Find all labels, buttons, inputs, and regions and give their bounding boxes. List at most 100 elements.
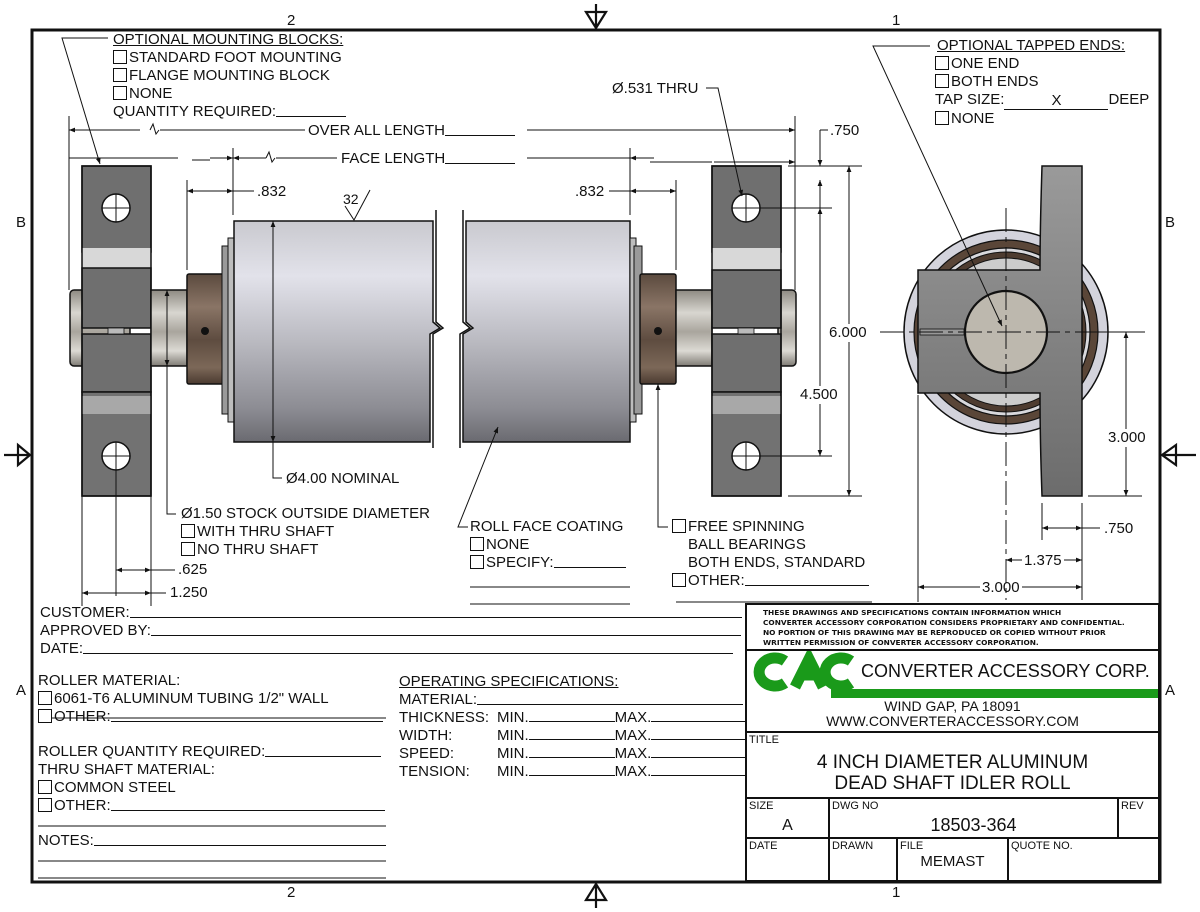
roller-material-option-other[interactable]: OTHER: [38, 708, 386, 726]
date-field[interactable]: DATE: [40, 640, 742, 658]
spec-row-label: THICKNESS: [399, 709, 490, 726]
mounting-quantity-field[interactable]: QUANTITY REQUIRED: [113, 103, 347, 121]
title-cell: TITLE 4 INCH DIAMETER ALUMINUM DEAD SHAF… [747, 733, 1158, 799]
checkbox[interactable] [935, 74, 949, 88]
roll-body-left [233, 220, 442, 443]
dwg-no-value: 18503-364 [930, 815, 1017, 835]
spec-max-label: MAX. [614, 727, 652, 744]
approved-by-field[interactable]: APPROVED BY: [40, 622, 742, 640]
mounting-quantity-input[interactable] [276, 104, 347, 117]
spec-row-label: TENSION: [399, 763, 470, 780]
spec-max-input[interactable] [651, 727, 746, 740]
coating-option-none[interactable]: NONE [470, 536, 626, 554]
roller-quantity-input[interactable] [265, 744, 382, 757]
customer-input[interactable] [129, 605, 742, 618]
dim-side-width: 3.000 [982, 579, 1020, 596]
checkbox[interactable] [113, 86, 127, 100]
date-cell: DATE [747, 839, 830, 880]
spec-max-input[interactable] [651, 745, 746, 758]
mounting-blocks-section: OPTIONAL MOUNTING BLOCKS: STANDARD FOOT … [113, 31, 347, 121]
quote-cell: QUOTE NO. [1011, 840, 1073, 852]
spec-material-input[interactable] [477, 692, 744, 705]
checkbox[interactable] [181, 542, 195, 556]
overall-length-label: OVER ALL LENGTH [308, 122, 515, 140]
dim-side-flange: .750 [1104, 520, 1134, 537]
spec-max-input[interactable] [651, 763, 746, 776]
roller-material-other-input[interactable] [110, 709, 383, 722]
dim-side-offset: 1.375 [1024, 552, 1062, 569]
drawing-title-line2: DEAD SHAFT IDLER ROLL [834, 773, 1071, 794]
checkbox[interactable] [672, 519, 686, 533]
file-cell: FILE MEMAST [898, 839, 1009, 880]
spec-min-input[interactable] [528, 727, 615, 740]
title-block: THESE DRAWINGS AND SPECIFICATIONS CONTAI… [745, 603, 1160, 882]
spec-material-field[interactable]: MATERIAL: [399, 691, 745, 709]
spec-min-input[interactable] [528, 745, 615, 758]
left-mount-block [69, 165, 152, 497]
checkbox[interactable] [113, 68, 127, 82]
checkbox[interactable] [38, 709, 52, 723]
roller-quantity-field[interactable]: ROLLER QUANTITY REQUIRED: [38, 743, 386, 761]
notes-field[interactable]: NOTES: [38, 832, 386, 850]
zone-label-right-b: B [1165, 214, 1176, 231]
tapped-option-one-end[interactable]: ONE END [935, 55, 1149, 73]
shaft-material-other-input[interactable] [110, 798, 385, 811]
side-view [880, 165, 1130, 600]
mounting-option-flange[interactable]: FLANGE MOUNTING BLOCK [113, 67, 346, 85]
spec-max-label: MAX. [614, 709, 652, 726]
checkbox[interactable] [935, 111, 949, 125]
spec-max-input[interactable] [651, 709, 746, 722]
spec-row: THICKNESS:MIN.MAX. [399, 709, 746, 727]
stock-title: Ø1.50 STOCK OUTSIDE DIAMETER [181, 505, 430, 522]
confidentiality-notice: THESE DRAWINGS AND SPECIFICATIONS CONTAI… [747, 605, 1158, 651]
roll-diameter-label: Ø4.00 NOMINAL [286, 470, 400, 487]
mounting-option-standard[interactable]: STANDARD FOOT MOUNTING [113, 49, 346, 67]
zone-label-top-2: 2 [287, 12, 296, 29]
bearing-option-other[interactable]: OTHER: [672, 572, 869, 590]
dim-block-width: 1.250 [170, 584, 208, 601]
zone-label-top-1: 1 [892, 12, 901, 29]
checkbox[interactable] [935, 56, 949, 70]
approval-section: CUSTOMER: APPROVED BY: DATE: [40, 604, 742, 658]
right-mount-block [711, 165, 782, 497]
operating-specs-title: OPERATING SPECIFICATIONS: [399, 673, 619, 690]
face-length-label: FACE LENGTH [341, 150, 516, 168]
spec-min-input[interactable] [528, 709, 615, 722]
tapped-option-none[interactable]: NONE [935, 110, 1149, 128]
tapped-option-both-ends[interactable]: BOTH ENDS [935, 73, 1149, 91]
bearing-other-input[interactable] [744, 573, 869, 586]
mounting-option-none[interactable]: NONE [113, 85, 346, 103]
roller-material-option-aluminum[interactable]: 6061-T6 ALUMINUM TUBING 1/2" WALL [38, 690, 386, 708]
shaft-material-title: THRU SHAFT MATERIAL: [38, 761, 215, 778]
customer-field[interactable]: CUSTOMER: [40, 604, 742, 622]
shaft-material-option-steel[interactable]: COMMON STEEL [38, 779, 386, 797]
checkbox[interactable] [38, 798, 52, 812]
size-value: A [782, 817, 793, 834]
date-input[interactable] [83, 641, 734, 654]
checkbox[interactable] [38, 780, 52, 794]
checkbox[interactable] [38, 691, 52, 705]
checkbox[interactable] [113, 50, 127, 64]
dim-hole-edge: .750 [830, 122, 860, 139]
checkbox[interactable] [470, 555, 484, 569]
coating-option-specify[interactable]: SPECIFY: [470, 554, 626, 572]
drawn-cell: DRAWN [830, 839, 898, 880]
spec-min-label: MIN. [497, 727, 529, 744]
roller-material-title: ROLLER MATERIAL: [38, 672, 181, 689]
coating-specify-input[interactable] [553, 555, 626, 568]
bearing-option-standard[interactable]: FREE SPINNING [672, 518, 869, 536]
dim-side-center-height: 3.000 [1108, 429, 1146, 447]
stock-option-with-thru-shaft[interactable]: WITH THRU SHAFT [181, 523, 430, 541]
zone-label-left-b: B [16, 214, 27, 231]
tap-size-input[interactable]: X [1004, 92, 1109, 110]
checkbox[interactable] [672, 573, 686, 587]
stock-option-no-thru-shaft[interactable]: NO THRU SHAFT [181, 541, 430, 559]
shaft-material-option-other[interactable]: OTHER: [38, 797, 386, 815]
notes-input[interactable] [93, 833, 386, 846]
checkbox[interactable] [181, 524, 195, 538]
approved-by-input[interactable] [150, 623, 741, 636]
spec-min-input[interactable] [528, 763, 615, 776]
checkbox[interactable] [470, 537, 484, 551]
